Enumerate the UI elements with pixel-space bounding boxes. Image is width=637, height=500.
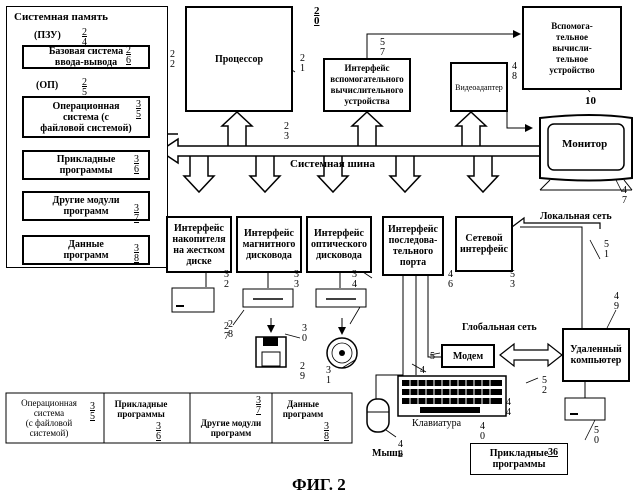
ref-37-table: 3 7	[256, 396, 261, 416]
data-box: Данные программ	[22, 235, 150, 265]
video-adapter-box: Видеоадаптер	[450, 62, 508, 112]
serial-interface-label: Интерфейс последова- тельного порта	[388, 224, 438, 268]
table-cell-data: Данные программ	[274, 394, 332, 424]
ref-10: 10	[585, 96, 596, 106]
coproc-interface-label: Интерфейс вспомогательного вычислительно…	[330, 63, 404, 107]
ref-37: 3 7	[134, 204, 139, 224]
ref-54: 5	[430, 352, 435, 362]
ref-40: 4 0	[480, 422, 485, 442]
os-box: Операционная система (с файловой системо…	[22, 96, 150, 138]
ref-48: 4 8	[512, 62, 517, 82]
monitor-label: Монитор	[562, 139, 607, 150]
bus-hdd-arrow	[184, 156, 214, 192]
table-modules-label: Другие модули программ	[201, 418, 261, 438]
apps-box: Прикладные программы	[22, 150, 150, 180]
fdd-interface-box: Интерфейс магнитного дисковода	[236, 216, 302, 273]
ref-26: 2 6	[126, 46, 131, 66]
system-bus-label: Системная шина	[290, 159, 375, 170]
coproc-box: Вспомога- тельное вычисли- тельное устро…	[522, 6, 622, 90]
ref-31: 3 1	[326, 366, 331, 386]
ref-52: 5 2	[542, 376, 547, 396]
bus-serial-arrow	[390, 156, 420, 192]
hdd-interface-box: Интерфейс накопителя на жестком диске	[166, 216, 232, 273]
remote-apps-label: Прикладные программы	[490, 448, 549, 470]
coproc-if-bus-arrow	[352, 112, 382, 146]
video-adapter-label: Видеоадаптер	[455, 82, 503, 93]
ref-32: 3 2	[224, 270, 229, 290]
processor-box: Процессор	[185, 6, 293, 112]
table-cell-modules: Другие модули программ	[190, 414, 272, 442]
ram-label: (ОП)	[36, 80, 58, 91]
fdd-interface-label: Интерфейс магнитного дисковода	[243, 228, 296, 261]
ref-20: 2 0	[314, 6, 320, 26]
serial-interface-box: Интерфейс последова- тельного порта	[382, 216, 444, 276]
ref-24: 2 4	[82, 28, 87, 48]
network-interface-label: Сетевой интерфейс	[460, 233, 508, 255]
modem-label: Модем	[453, 351, 483, 362]
processor-bus-arrow	[222, 112, 252, 146]
ref-36-table: 3 6	[156, 422, 161, 442]
table-cell-apps: Прикладные программы	[106, 394, 176, 424]
wan-arrow	[500, 344, 562, 366]
lan-label: Локальная сеть	[540, 211, 612, 222]
coproc-label: Вспомога- тельное вычисли- тельное устро…	[549, 21, 594, 76]
table-apps-label: Прикладные программы	[115, 399, 168, 419]
coproc-interface-box: Интерфейс вспомогательного вычислительно…	[323, 58, 411, 112]
cd-interface-label: Интерфейс оптического дисковода	[311, 228, 367, 261]
ref-35-table: 3 5	[90, 402, 95, 422]
ref-36: 3 6	[134, 155, 139, 175]
ref-36-remote: 36	[548, 448, 558, 458]
ref-42: 4 2	[398, 440, 403, 460]
ref-51: 5 1	[604, 240, 609, 260]
ref-35: 3 5	[136, 100, 141, 120]
memory-title: Системная память	[14, 12, 108, 23]
hdd-interface-label: Интерфейс накопителя на жестком диске	[172, 223, 225, 267]
ref-4: 4	[420, 366, 425, 376]
processor-label: Процессор	[215, 54, 263, 65]
ref-38: 3 8	[134, 244, 139, 264]
figure-caption: ФИГ. 2	[292, 476, 346, 494]
ref-28: 2 8	[228, 320, 233, 340]
modules-label: Другие модули программ	[52, 195, 119, 217]
ref-25: 2 5	[82, 78, 87, 98]
keyboard-label: Клавиатура	[412, 418, 461, 429]
cd-interface-box: Интерфейс оптического дисковода	[306, 216, 372, 273]
table-os-label: Операционная система (с файловой системо…	[21, 398, 77, 438]
ref-47: 4 7	[622, 186, 627, 206]
wan-label: Глобальная сеть	[462, 322, 537, 333]
ref-44: 4 4	[506, 398, 511, 418]
table-cell-os: Операционная система (с файловой системо…	[8, 394, 90, 442]
network-interface-box: Сетевой интерфейс	[455, 216, 513, 272]
system-bus-arrow	[160, 139, 590, 163]
ref-53: 5 3	[510, 270, 515, 290]
ref-49: 4 9	[614, 292, 619, 312]
bus-fdd-arrow	[250, 156, 280, 192]
ref-46: 4 6	[448, 270, 453, 290]
data-label: Данные программ	[63, 239, 108, 261]
ref-50: 5 0	[594, 426, 599, 446]
os-label: Операционная система (с файловой системо…	[40, 101, 131, 134]
apps-label: Прикладные программы	[57, 154, 116, 176]
remote-computer-label: Удаленный компьютер	[570, 344, 622, 366]
remote-computer-box: Удаленный компьютер	[562, 328, 630, 382]
bios-label: Базовая система ввода-вывода	[49, 46, 123, 68]
video-bus-arrow	[456, 112, 486, 146]
modules-box: Другие модули программ	[22, 191, 150, 221]
bus-net-arrow	[468, 156, 498, 192]
ref-23: 2 3	[284, 122, 289, 142]
rom-label: (ПЗУ)	[34, 30, 61, 41]
ref-33: 3 3	[294, 270, 299, 290]
ref-29: 2 9	[300, 362, 305, 382]
ref-38-table: 3 8	[324, 422, 329, 442]
ref-21: 2 1	[300, 54, 305, 74]
table-data-label: Данные программ	[283, 399, 324, 419]
ref-22: 2 2	[170, 50, 175, 70]
modem-box: Модем	[441, 344, 495, 368]
ref-34: 3 4	[352, 270, 357, 290]
ref-30: 3 0	[302, 324, 307, 344]
ref-57: 5 7	[380, 38, 385, 58]
